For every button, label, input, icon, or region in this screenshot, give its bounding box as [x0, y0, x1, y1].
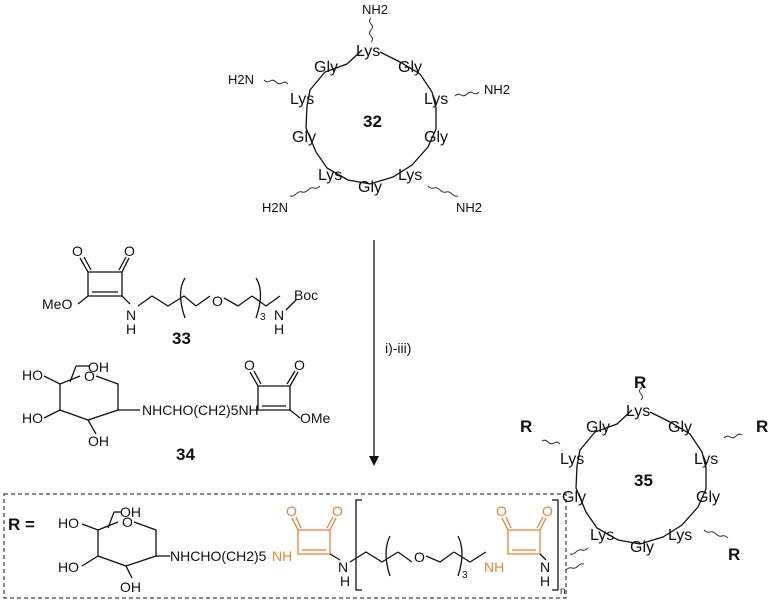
gly-top-left: Gly — [314, 59, 338, 76]
lys-bottom-left: Lys — [318, 167, 342, 184]
r-top: R — [634, 373, 646, 392]
methoxy-33: MeO — [42, 296, 72, 312]
methoxy-34: OMe — [300, 410, 331, 426]
r-ring-o: O — [122, 514, 133, 530]
lys-right: Lys — [424, 91, 448, 108]
r-h4: H — [540, 573, 550, 589]
squarate-o1: O — [72, 243, 83, 259]
r-nh3: NH — [484, 559, 504, 575]
ring-o-34: O — [84, 368, 95, 384]
r-ether-o: O — [414, 549, 425, 565]
amine-left: H2N — [228, 72, 254, 87]
ether-o-33: O — [212, 293, 223, 309]
amine-bottom-left: H2N — [262, 200, 288, 215]
r-sq1-o2: O — [332, 503, 343, 519]
gly35-top-right: Gly — [668, 419, 692, 436]
reaction-arrow: i)-iii) — [369, 240, 411, 466]
wavy35-right — [723, 433, 743, 439]
compound-35-label: 35 — [634, 471, 653, 490]
r-repeat: 3 — [462, 570, 468, 581]
lys-bottom-right: Lys — [398, 167, 422, 184]
wavy-bond-bottom-left — [289, 185, 321, 197]
compound-33-label: 33 — [172, 329, 191, 348]
gly35-right: Gly — [696, 489, 720, 506]
r-sq1-o1: O — [286, 503, 297, 519]
compound-34-label: 34 — [176, 445, 195, 464]
r-linker: NHCHO(CH2)5 — [170, 548, 267, 564]
amine-bottom-right: NH2 — [456, 200, 482, 215]
wavy-bond-bottom-right — [427, 185, 459, 197]
gly-top-right: Gly — [398, 59, 422, 76]
boc-33: Boc — [294, 287, 318, 303]
linker-34: NHCHO(CH2)5NH — [142, 402, 259, 418]
lys35-left: Lys — [560, 451, 584, 468]
r-oh3: HO — [58, 559, 79, 575]
gly35-top-left: Gly — [586, 419, 610, 436]
ring35-bonds — [575, 409, 707, 545]
nh-33-h: H — [126, 321, 136, 337]
lys-top: Lys — [356, 43, 380, 60]
nh-33-n: N — [126, 307, 136, 323]
lys35-top: Lys — [626, 403, 650, 420]
amine-right: NH2 — [484, 82, 510, 97]
compound-35: Lys Gly Gly Lys Lys Gly Gly Lys Gly Lys … — [520, 373, 768, 564]
gly-left: Gly — [292, 129, 316, 146]
amine-top: NH2 — [362, 2, 388, 17]
r-equals-label: R = — [8, 515, 35, 534]
r-group-box — [3, 493, 567, 599]
gly-right: Gly — [424, 129, 448, 146]
oh4-34: OH — [88, 433, 109, 449]
lys35-bottom-left: Lys — [590, 527, 614, 544]
squarate-o2: O — [124, 243, 135, 259]
wavy-bond-top — [369, 17, 373, 43]
r-oh4: OH — [120, 579, 141, 595]
gly35-bottom: Gly — [630, 539, 654, 556]
lys35-right: Lys — [694, 451, 718, 468]
oh3-34: HO — [22, 410, 43, 426]
squarate34-o2: O — [294, 357, 305, 373]
compound-33: O O MeO N H O 3 N H Boc 33 — [42, 243, 318, 348]
r-group-definition: R = O HO OH HO OH NHCHO(CH2)5 NH O O N H — [3, 493, 585, 599]
wavy35-bottom-right — [703, 529, 729, 539]
lys35-bottom-right: Lys — [668, 527, 692, 544]
compound-32: Lys Gly Gly Lys Lys Gly Gly Lys Gly Lys … — [228, 2, 510, 215]
lys-left: Lys — [290, 91, 314, 108]
r-sq2-o2: O — [542, 503, 553, 519]
r-h2: H — [340, 573, 350, 589]
wavy-bond-right — [454, 91, 480, 97]
oh1-34: HO — [22, 367, 43, 383]
wavy35-bottom-left — [569, 547, 589, 555]
r-sq2-o1: O — [496, 503, 507, 519]
wavy-bond-left — [263, 79, 289, 85]
r-n-sub: n — [560, 586, 566, 597]
r-n2: N — [338, 559, 348, 575]
gly-bottom: Gly — [358, 179, 382, 196]
r-bottom-right: R — [728, 545, 740, 564]
reaction-conditions: i)-iii) — [385, 340, 411, 356]
r-oh1: HO — [58, 515, 79, 531]
r-n4: N — [540, 559, 550, 575]
squarate34-o1: O — [244, 357, 255, 373]
r-right: R — [756, 417, 768, 436]
r-attach-wavy — [565, 563, 585, 571]
svg-text:H: H — [274, 321, 284, 337]
wavy35-top — [639, 381, 643, 401]
repeat-33: 3 — [260, 312, 266, 323]
r-oh2: OH — [120, 504, 141, 520]
compound-34: O HO OH HO OH NHCHO(CH2)5NH O O OMe 34 — [22, 357, 331, 464]
ring32-bonds — [305, 49, 437, 185]
nh-33b: N — [274, 307, 284, 323]
r-left: R — [520, 417, 532, 436]
compound-32-label: 32 — [363, 112, 382, 131]
oh2-34: OH — [88, 359, 109, 375]
gly35-left: Gly — [562, 489, 586, 506]
wavy35-left — [541, 439, 561, 445]
r-nh1: NH — [272, 548, 292, 564]
